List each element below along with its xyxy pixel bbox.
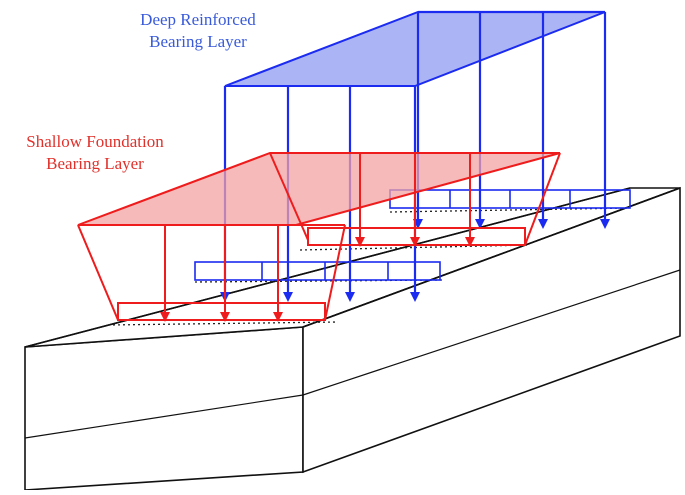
box-front-face <box>24 326 304 491</box>
shallow-footing-back <box>307 227 526 246</box>
shallow-right-splay-front <box>324 224 346 321</box>
shallow-arrow-3 <box>273 312 283 322</box>
shallow-left-splay <box>77 224 119 321</box>
deep-arrow-3 <box>345 292 355 302</box>
shallow-layer-label-line2: Bearing Layer <box>46 154 144 173</box>
box-top-inner-edge <box>302 187 681 328</box>
deep-layer-label-line1: Deep Reinforced <box>140 10 256 29</box>
embankment-box <box>24 186 681 491</box>
deep-arrow-8 <box>600 219 610 229</box>
shallow-arrow-5 <box>410 237 420 247</box>
shallow-arrow-2 <box>220 312 230 322</box>
shallow-right-splay-back <box>524 152 561 246</box>
shallow-bearing-layer <box>77 152 561 322</box>
deep-cap-row-front <box>194 261 441 281</box>
box-front-inner-line <box>24 394 304 439</box>
deep-arrow-6 <box>475 219 485 229</box>
shallow-arrow-6 <box>465 237 475 247</box>
dashed-line-front <box>107 321 339 326</box>
deep-arrow-7 <box>538 219 548 229</box>
deep-arrow-2 <box>283 292 293 302</box>
box-side-inner-line <box>302 269 681 396</box>
shallow-footing-front <box>117 302 326 321</box>
shallow-arrow-1 <box>160 312 170 322</box>
shallow-arrow-4 <box>355 237 365 247</box>
deep-arrow-4 <box>410 292 420 302</box>
shallow-layer-label-line1: Shallow Foundation <box>26 132 164 151</box>
shallow-layer-label: Shallow Foundation Bearing Layer <box>0 131 190 175</box>
deep-layer-label-line2: Bearing Layer <box>149 32 247 51</box>
deep-layer-label: Deep Reinforced Bearing Layer <box>108 9 288 53</box>
